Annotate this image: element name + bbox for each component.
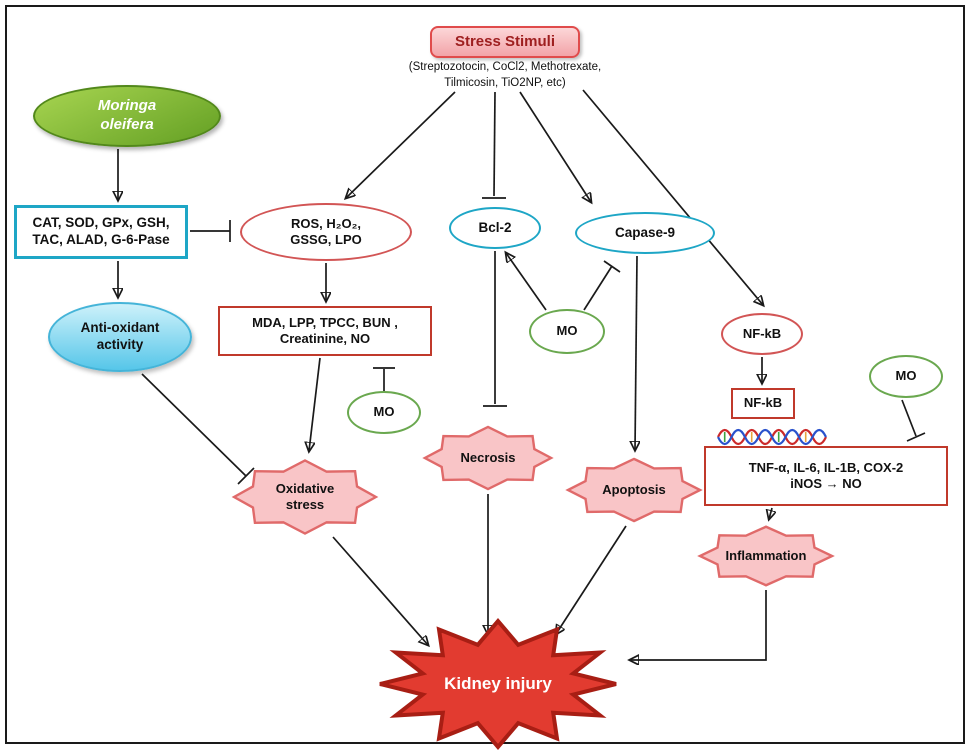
apoptosis-burst-shape: [566, 456, 702, 524]
mo-node-1: MO: [347, 391, 421, 434]
mo-label-3: MO: [895, 368, 917, 384]
arrow-stress-to-nfkb: [582, 89, 763, 305]
moringa-label: Moringa oleifera: [98, 97, 156, 135]
caspase9-node: Capase-9: [575, 212, 715, 254]
mo-label-2: MO: [556, 323, 578, 339]
arrow-mo2-to-bcl2: [506, 253, 547, 311]
ros-label: ROS, H₂O₂, GSSG, LPO: [290, 216, 362, 249]
inflammation-burst-shape: [698, 524, 834, 588]
bcl2-label: Bcl-2: [478, 219, 512, 235]
inhibit-bar-antioxidant-oxidative: [237, 467, 255, 485]
ros-line2: GSSG, LPO: [290, 232, 362, 247]
stress-stimuli-label: Stress Stimuli: [454, 32, 556, 50]
arrow-oxidative-to-kidney: [332, 536, 428, 645]
caspase9-label: Capase-9: [614, 224, 676, 240]
cytokines-box: TNF-α, IL-6, IL-1B, COX-2 iNOS → NO: [704, 446, 948, 506]
cytokines-line1: TNF-α, IL-6, IL-1B, COX-2: [748, 459, 904, 475]
ros-line1: ROS, H₂O₂,: [290, 215, 362, 231]
stress-sub-line1: (Streptozotocin, CoCl2, Methotrexate,: [408, 61, 602, 73]
arrow-caspase9-to-apoptosis: [635, 255, 637, 450]
inflammation-label: Inflammation: [698, 524, 834, 588]
antioxidant-line2: activity: [96, 337, 144, 352]
necrosis-label: Necrosis: [423, 424, 553, 492]
arrow-inflammation-to-kidney: [630, 590, 767, 660]
mo-label-1: MO: [373, 404, 395, 420]
nfkb-nuclear-box: NF-kB: [731, 388, 795, 419]
arrow-markers-to-oxidative: [309, 357, 321, 451]
markers-line2: Creatinine, NO: [279, 331, 371, 346]
inflammation-burst: Inflammation: [698, 524, 834, 588]
inhibit-bar-mo2-caspase9: [603, 260, 621, 273]
inhibit-mo2-to-caspase9: [583, 265, 613, 311]
enzymes-label: CAT, SOD, GPx, GSH, TAC, ALAD, G-6-Pase: [32, 215, 169, 249]
kidney-injury-text: Kidney injury: [444, 673, 552, 693]
oxidative-markers-box: MDA, LPP, TPCC, BUN , Creatinine, NO: [218, 306, 432, 356]
stress-sub-line2: Tilmicosin, TiO2NP, etc): [444, 76, 566, 89]
figure-frame: [5, 5, 965, 744]
nfkb-nuclear-label: NF-kB: [743, 395, 783, 411]
oxidative-line1: Oxidative: [275, 481, 335, 497]
inhibit-bar-mo3-cytokines: [906, 432, 926, 442]
necrosis-burst: Necrosis: [423, 424, 553, 492]
arrow-stress-to-ros: [346, 91, 456, 198]
stress-stimuli-sublabel: (Streptozotocin, CoCl2, Methotrexate, Ti…: [385, 60, 625, 91]
necrosis-burst-shape: [423, 424, 553, 492]
inhibit-antioxidant-to-oxidative: [141, 373, 247, 477]
antioxidant-enzymes-box: CAT, SOD, GPx, GSH, TAC, ALAD, G-6-Pase: [14, 205, 188, 259]
oxidative-line2: stress: [285, 497, 325, 512]
apoptosis-burst: Apoptosis: [566, 456, 702, 524]
arrow-apoptosis-to-kidney: [556, 525, 627, 634]
oxidative-stress-label: Oxidative stress: [232, 457, 378, 537]
arrow-cytokines-to-inflammation: [769, 507, 772, 519]
ros-node: ROS, H₂O₂, GSSG, LPO: [240, 203, 412, 261]
kidney-injury-label: Kidney injury: [378, 618, 618, 750]
inflammation-text: Inflammation: [725, 548, 807, 564]
apoptosis-text: Apoptosis: [602, 482, 666, 498]
oxidative-burst-shape: [232, 457, 378, 537]
cytokines-label: TNF-α, IL-6, IL-1B, COX-2 iNOS → NO: [749, 460, 904, 493]
dna-helix-icon: [717, 428, 827, 446]
mo-node-3: MO: [869, 355, 943, 398]
markers-line1: MDA, LPP, TPCC, BUN ,: [252, 314, 398, 330]
arrow-stress-to-caspase9: [519, 91, 591, 202]
antioxidant-line1: Anti-oxidant: [80, 320, 160, 336]
stress-stimuli-node: Stress Stimuli: [430, 26, 580, 58]
moringa-oleifera-node: Moringa oleifera: [33, 85, 221, 147]
moringa-line2: oleifera: [100, 116, 154, 133]
apoptosis-label: Apoptosis: [566, 456, 702, 524]
inhibit-mo3-to-cytokines: [901, 399, 917, 437]
nfkb-label: NF-kB: [742, 325, 782, 341]
oxidative-stress-burst: Oxidative stress: [232, 457, 378, 537]
antioxidant-activity-node: Anti-oxidant activity: [48, 302, 192, 372]
moringa-line1: Moringa: [97, 97, 157, 115]
bcl2-node: Bcl-2: [449, 207, 541, 249]
cytokines-line2: iNOS → NO: [790, 476, 862, 491]
markers-label: MDA, LPP, TPCC, BUN , Creatinine, NO: [252, 315, 398, 348]
enzymes-line1: CAT, SOD, GPx, GSH,: [32, 215, 170, 231]
necrosis-text: Necrosis: [460, 450, 516, 466]
kidney-injury-burst: Kidney injury: [378, 618, 618, 750]
inhibit-stress-to-bcl2: [493, 91, 496, 197]
mo-node-2: MO: [529, 309, 605, 354]
nfkb-ellipse-node: NF-kB: [721, 313, 803, 355]
antioxidant-label: Anti-oxidant activity: [81, 320, 160, 354]
enzymes-line2: TAC, ALAD, G-6-Pase: [32, 232, 170, 247]
